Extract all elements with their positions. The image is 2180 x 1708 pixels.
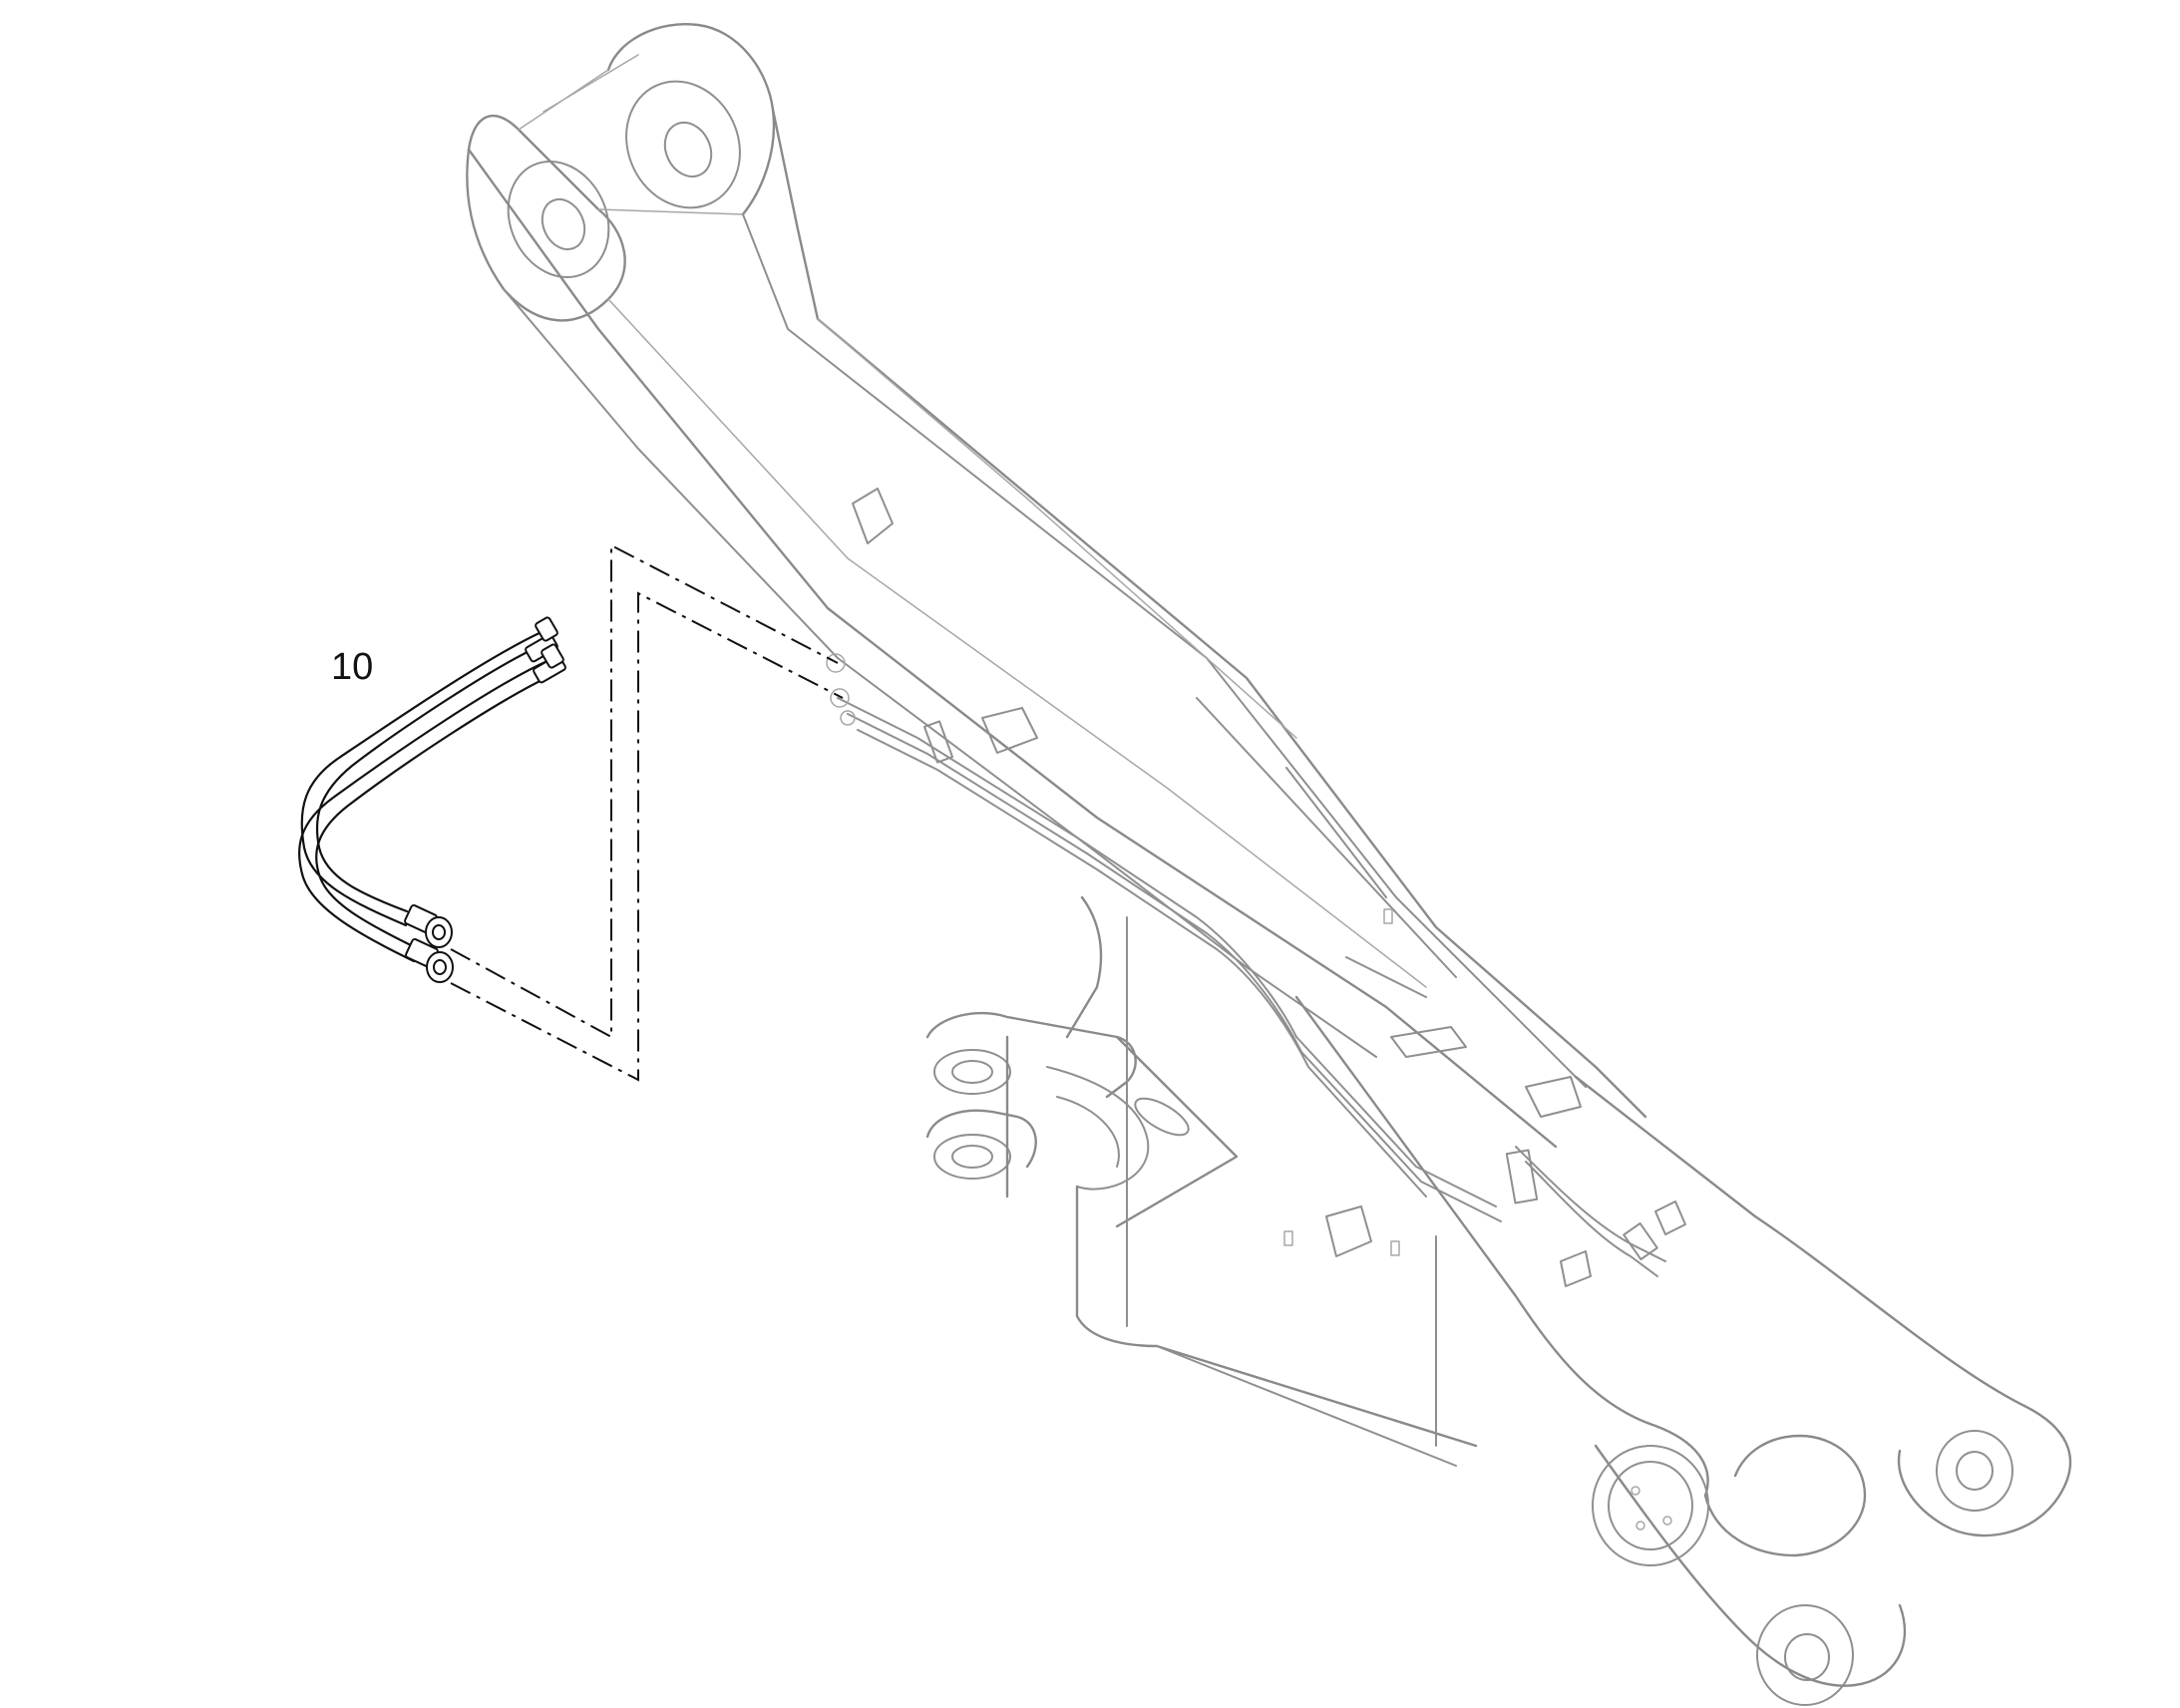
hose-nut-bore-2: [433, 959, 447, 975]
hose-elbow-fitting-2: [541, 643, 564, 669]
boom-assembly: [466, 23, 2072, 1706]
hose-nut-bore: [432, 924, 446, 940]
item-callout-10: 10: [331, 646, 374, 688]
hose-assembly-10: [297, 616, 566, 983]
hose-elbow-fitting: [535, 616, 558, 642]
installation-leader-lines: [450, 543, 844, 1082]
